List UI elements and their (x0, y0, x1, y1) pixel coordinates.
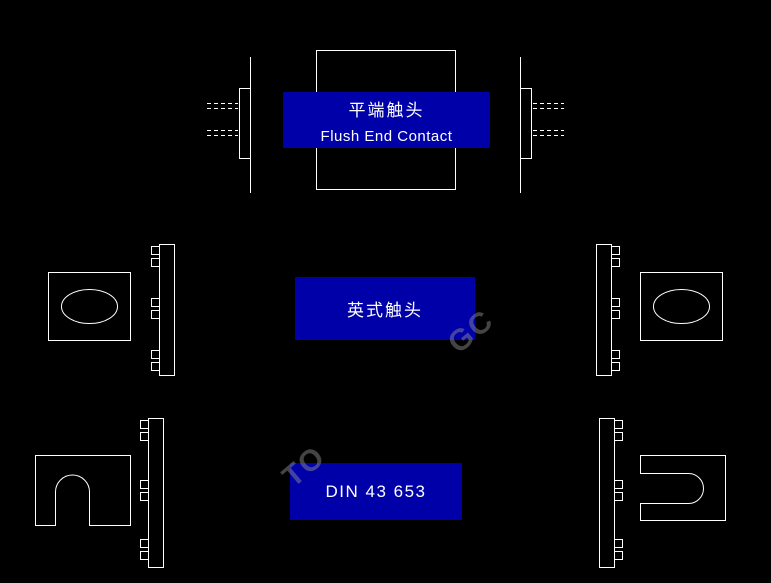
tooth (151, 258, 160, 267)
tooth (140, 551, 149, 560)
tooth (140, 539, 149, 548)
tooth (151, 362, 160, 371)
tooth (614, 480, 623, 489)
din-standard-code: DIN 43 653 (325, 481, 427, 501)
tooth (614, 551, 623, 560)
label-british-contact: 英式触头 (295, 277, 475, 340)
flange-outline (520, 88, 532, 159)
contact-body (48, 272, 131, 341)
din-contact-right-view (599, 418, 726, 568)
label-din-43-653: DIN 43 653 (290, 463, 462, 520)
tooth (611, 298, 620, 307)
tooth (140, 492, 149, 501)
tooth (140, 480, 149, 489)
contact-body (640, 272, 723, 341)
british-contact-title-zh: 英式触头 (347, 301, 423, 320)
british-contact-left-view (48, 244, 175, 376)
arch-notch-body (35, 455, 131, 526)
tooth (614, 420, 623, 429)
tooth (140, 432, 149, 441)
clevis-body (640, 455, 726, 521)
tooth (611, 246, 620, 255)
tooth (611, 350, 620, 359)
tooth (614, 432, 623, 441)
flush-end-contact-left-profile (207, 57, 251, 193)
tooth (614, 492, 623, 501)
flush-end-contact-right-profile (520, 57, 564, 193)
label-flush-end-contact: 平端触头 Flush End Contact (283, 92, 490, 148)
toothed-plate (596, 244, 612, 376)
oval-hole (61, 289, 118, 324)
toothed-plate (599, 418, 615, 568)
tooth (611, 310, 620, 319)
toothed-plate (148, 418, 164, 568)
tooth (611, 362, 620, 371)
british-contact-right-view (596, 244, 723, 376)
flange-outline (239, 88, 251, 159)
tooth (151, 246, 160, 255)
tooth (151, 310, 160, 319)
toothed-plate (159, 244, 175, 376)
tooth (611, 258, 620, 267)
flush-end-contact-title-zh: 平端触头 (348, 100, 425, 120)
din-contact-left-view (35, 418, 164, 568)
oval-hole (653, 289, 710, 324)
tooth (151, 298, 160, 307)
tooth (614, 539, 623, 548)
tooth (151, 350, 160, 359)
flush-end-contact-title-en: Flush End Contact (320, 127, 453, 145)
tooth (140, 420, 149, 429)
